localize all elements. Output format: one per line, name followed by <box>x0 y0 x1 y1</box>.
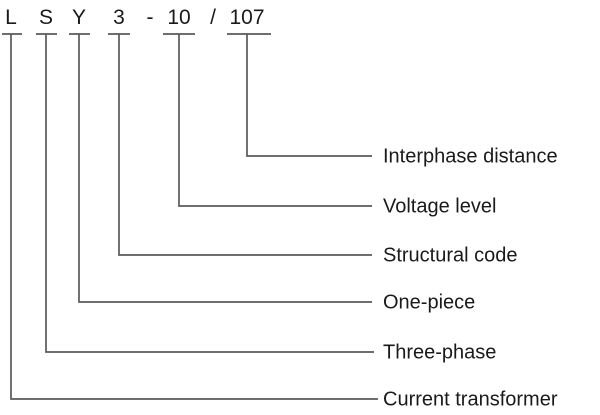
callout-label-three-phase: Three-phase <box>383 341 496 363</box>
leader-line-structural-code <box>118 34 372 256</box>
callout-label-current-transformer: Current transformer <box>383 388 558 410</box>
leader-line-one-piece <box>78 34 372 303</box>
code-char-10: 10 <box>167 6 190 29</box>
leader-line-current-transformer <box>10 34 378 400</box>
callout-label-interphase-distance: Interphase distance <box>383 145 558 167</box>
leader-line-voltage-level <box>178 34 372 207</box>
callout-label-structural-code: Structural code <box>383 244 518 266</box>
code-char-L: L <box>5 6 17 29</box>
callout-label-one-piece: One-piece <box>383 291 475 313</box>
leader-line-interphase-distance <box>246 34 372 157</box>
leader-line-three-phase <box>45 34 374 353</box>
code-char-slash: / <box>210 6 216 29</box>
callout-label-voltage-level: Voltage level <box>383 195 496 217</box>
code-char-dash: - <box>147 6 154 29</box>
code-char-107: 107 <box>229 6 264 29</box>
code-char-Y: Y <box>72 6 86 29</box>
leader-line-group <box>10 34 378 400</box>
code-char-3: 3 <box>113 6 125 29</box>
code-char-S: S <box>39 6 53 29</box>
